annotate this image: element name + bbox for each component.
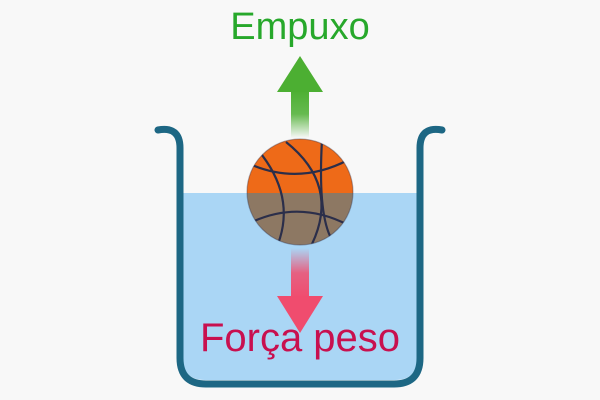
weight-label: Força peso	[199, 316, 401, 360]
buoyancy-label: Empuxo	[230, 6, 370, 48]
arrow-down-icon	[277, 248, 323, 333]
arrow-up-icon	[277, 56, 323, 138]
beaker-icon	[154, 125, 446, 388]
